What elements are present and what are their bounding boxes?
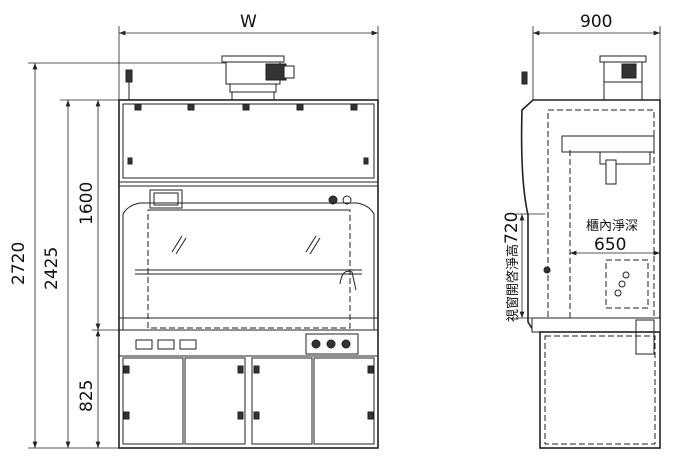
side-warning-light — [521, 71, 528, 85]
service-panel — [605, 259, 649, 309]
faucet — [339, 270, 357, 291]
upper-panel — [122, 103, 375, 179]
front-cabinet-outline — [118, 99, 379, 449]
side-upper-body — [520, 99, 661, 331]
window-opening-caption: 視窗開啓淨高720 — [502, 212, 522, 322]
exhaust-duct — [221, 55, 295, 101]
control-knob — [328, 195, 338, 205]
warning-light — [125, 69, 133, 100]
inner-depth-label: 650 — [594, 235, 626, 255]
work-chamber — [122, 202, 375, 330]
front-view: W 2720 2425 1600 825 — [9, 12, 379, 449]
total-height-label: 2720 — [9, 242, 29, 285]
width-label: W — [240, 12, 257, 32]
depth-label: 900 — [580, 12, 612, 32]
lower-height-label: 825 — [77, 380, 97, 412]
power-outlets — [135, 339, 197, 350]
body-height-label: 2425 — [42, 247, 62, 290]
side-exhaust-duct — [599, 55, 647, 101]
side-lower-body — [539, 331, 661, 449]
sash-window — [147, 209, 351, 329]
lower-cabinet-doors — [122, 357, 375, 445]
inner-depth-caption: 櫃內淨深 — [586, 219, 638, 234]
side-view: 900 櫃內淨深 650 視窗開啓淨高720 — [502, 12, 661, 449]
upper-height-label: 1600 — [77, 182, 97, 225]
drain-trap — [635, 319, 655, 355]
